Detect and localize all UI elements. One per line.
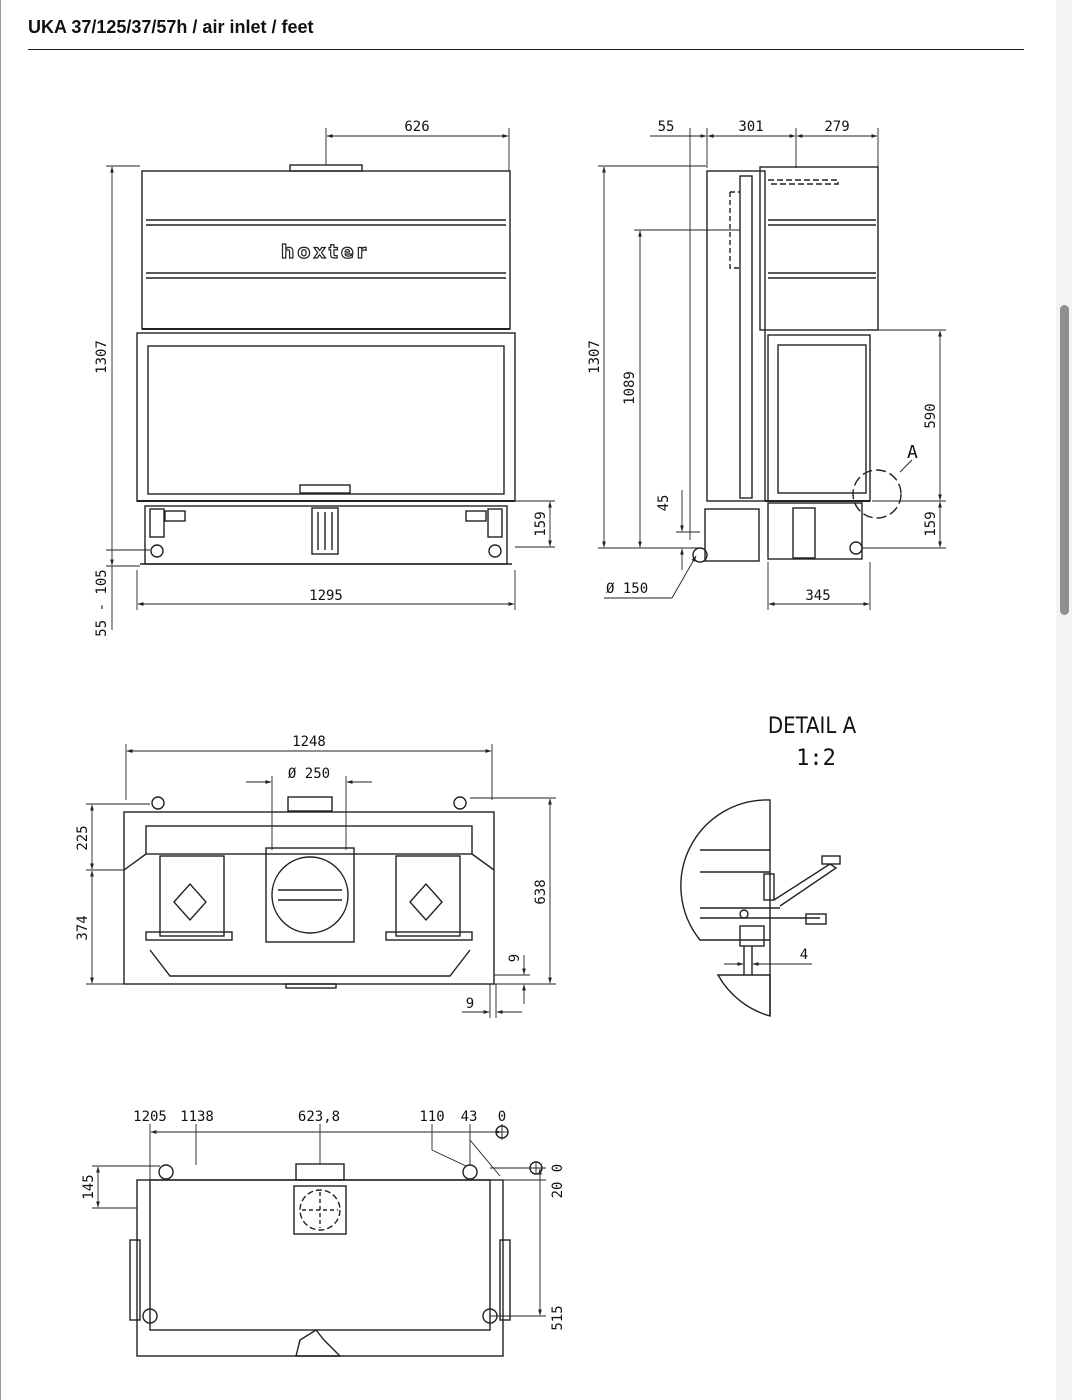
dim-top-1248: 1248 [292, 734, 326, 750]
side-view [598, 128, 946, 610]
scrollbar-track[interactable] [1056, 0, 1072, 1400]
dim-side-1089: 1089 [622, 371, 638, 405]
dim-detail-4: 4 [800, 947, 808, 963]
dim-side-301: 301 [738, 119, 763, 135]
dim-feet-623-8: 623,8 [298, 1109, 340, 1125]
dim-side-159: 159 [923, 511, 939, 536]
dim-feet-110: 110 [419, 1109, 444, 1125]
feet-view [92, 1124, 546, 1357]
dim-side-345: 345 [805, 588, 830, 604]
dim-top-9-horizontal: 9 [466, 996, 474, 1012]
dim-front-feet: 55 - 105 [94, 569, 110, 636]
detail-a-title: DETAIL A [768, 714, 857, 739]
detail-a-view [680, 799, 841, 1017]
dim-feet-43: 43 [461, 1109, 478, 1125]
dim-top-9-vertical: 9 [507, 954, 523, 962]
dim-side-590: 590 [923, 403, 939, 428]
dim-feet-1205: 1205 [133, 1109, 167, 1125]
dim-feet-515: 515 [550, 1305, 566, 1330]
brand-logo: hoxter [281, 241, 369, 263]
page-title: UKA 37/125/37/57h / air inlet / feet [28, 17, 314, 37]
dim-feet-20: 20 [550, 1182, 566, 1199]
scrollbar-thumb[interactable] [1060, 305, 1069, 615]
dim-front-159: 159 [533, 511, 549, 536]
dim-top-374: 374 [75, 915, 91, 940]
dim-top-outlet: Ø 250 [288, 766, 330, 782]
dim-front-1295: 1295 [309, 588, 343, 604]
dim-feet-145: 145 [81, 1174, 97, 1199]
top-view [86, 744, 556, 1018]
dim-top-225: 225 [75, 825, 91, 850]
detail-a-scale: 1:2 [796, 746, 836, 771]
dim-side-279: 279 [824, 119, 849, 135]
dim-feet-0-x: 0 [498, 1109, 506, 1125]
dim-feet-1138: 1138 [180, 1109, 214, 1125]
page-left-border [0, 0, 1, 1400]
front-view [106, 128, 555, 630]
dim-side-inlet: Ø 150 [606, 581, 648, 597]
detail-a-marker: A [907, 442, 918, 463]
title-divider [28, 49, 1024, 50]
dim-feet-0-y: 0 [550, 1164, 566, 1172]
dim-side-1307: 1307 [587, 340, 603, 374]
dim-top-638: 638 [533, 879, 549, 904]
dim-front-626: 626 [404, 119, 429, 135]
dim-side-55: 55 [658, 119, 675, 135]
dim-front-1307: 1307 [94, 340, 110, 374]
dim-side-45: 45 [656, 495, 672, 512]
